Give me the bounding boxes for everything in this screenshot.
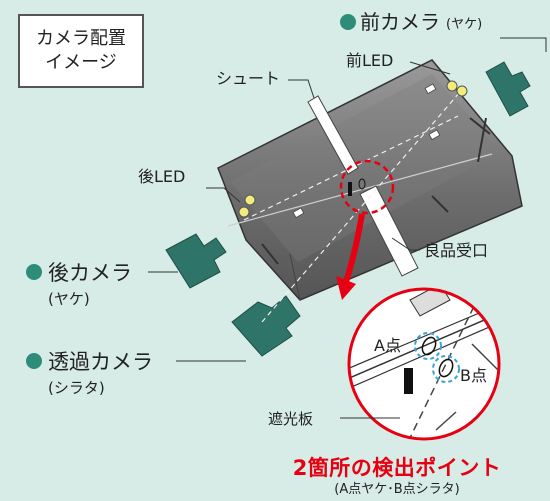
front-led-icon bbox=[424, 80, 468, 141]
point-b-marker bbox=[432, 355, 460, 383]
transmission-camera-icon bbox=[231, 295, 301, 357]
good-receiver-label: 良品受口 bbox=[424, 241, 488, 260]
front-camera-note: (ヤケ) bbox=[446, 17, 482, 32]
inspection-housing bbox=[217, 59, 523, 301]
subline: (A点ヤケ･B点シラタ) bbox=[334, 482, 460, 497]
rear-camera-bullet bbox=[26, 264, 42, 280]
optical-axis-transmission bbox=[261, 91, 461, 323]
transmission-camera-note: (シラタ) bbox=[48, 379, 105, 397]
transmission-camera-bullet bbox=[26, 353, 42, 369]
title-box: カメラ配置 イメージ bbox=[18, 14, 144, 88]
front-led-label: 前LED bbox=[346, 51, 393, 70]
chute-label: シュート bbox=[216, 69, 280, 88]
rear-led-label: 後LED bbox=[138, 167, 185, 186]
focus-circle bbox=[339, 159, 395, 215]
title-line-2: イメージ bbox=[45, 52, 117, 73]
front-camera-label: 前カメラ bbox=[360, 10, 440, 34]
point-b-label: B点 bbox=[460, 366, 487, 385]
chute bbox=[307, 95, 419, 277]
shield-plate-small bbox=[348, 182, 352, 196]
point-a-target bbox=[421, 336, 437, 356]
rear-camera-note: (ヤケ) bbox=[48, 290, 90, 308]
good-receiver-leader bbox=[391, 237, 420, 251]
transmission-camera-label: 透過カメラ bbox=[48, 350, 153, 374]
zoom-arrow-icon bbox=[336, 213, 365, 300]
title-line-1: カメラ配置 bbox=[36, 28, 126, 49]
rear-led-leader bbox=[206, 187, 241, 203]
front-led-leader bbox=[409, 61, 451, 75]
point-b-target bbox=[438, 358, 454, 378]
rear-camera-label: 後カメラ bbox=[48, 261, 132, 285]
chute-leader bbox=[288, 79, 315, 99]
front-camera-leader bbox=[500, 37, 547, 52]
point-a-label: A点 bbox=[374, 336, 401, 355]
front-camera-icon bbox=[485, 61, 531, 117]
shield-plate-label: 遮光板 bbox=[268, 410, 313, 428]
zoom-detail bbox=[347, 287, 501, 441]
detection-target-small bbox=[358, 178, 366, 190]
point-a-marker bbox=[414, 332, 442, 360]
shield-plate-icon bbox=[404, 368, 413, 394]
rear-camera-icon bbox=[165, 233, 227, 289]
headline: 2箇所の検出ポイント bbox=[292, 456, 502, 480]
rear-led-icon bbox=[238, 194, 305, 219]
front-camera-bullet bbox=[340, 14, 356, 30]
